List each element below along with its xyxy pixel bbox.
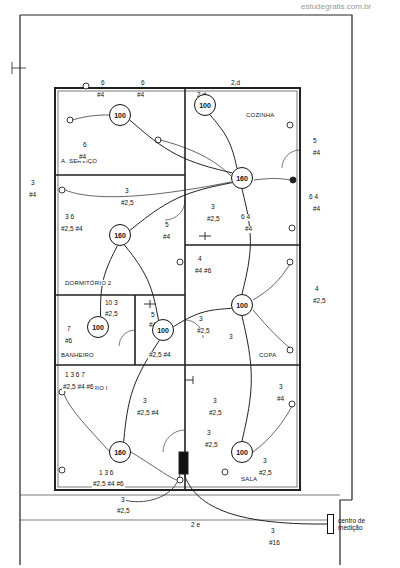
circuit-label: #4 [78, 154, 87, 161]
circuit-label: #6 [64, 338, 73, 345]
circuit-label: 3 [212, 398, 218, 405]
circuit-label: 3 [30, 180, 36, 187]
conduit [242, 189, 250, 294]
conduit [173, 308, 231, 326]
circuit-label: 1 3 6 [98, 470, 114, 477]
light-point: 100 [231, 294, 253, 316]
circuit-label: #2,5 #4 [148, 352, 172, 359]
meter-box [327, 514, 334, 534]
circuit-label: #2,5 [104, 311, 119, 318]
circuit-label: #4 [28, 192, 37, 199]
lamp-power: 160 [114, 232, 126, 239]
lamp-power: 100 [92, 324, 104, 331]
circuit-label: 3 [124, 188, 130, 195]
circuit-label: #2,5 [196, 328, 211, 335]
light-point: 100 [109, 104, 131, 126]
circuit-label: 3 [270, 528, 276, 535]
circuit-label: 5 [164, 222, 170, 229]
room-name: BANHEIRO [60, 352, 95, 358]
circuit-label: #2,5 #4 [60, 226, 84, 233]
room-name: COZINHA [245, 112, 275, 118]
circuit-label: 10 3 [104, 300, 119, 307]
light-point: 160 [231, 167, 253, 189]
circuit-label: #4 [136, 92, 145, 99]
circuit-label: #2,5 [206, 216, 221, 223]
conduit [130, 183, 232, 231]
room-name: SALA [240, 476, 258, 482]
room-name: COPA [258, 352, 277, 358]
lamp-power: 160 [114, 449, 126, 456]
circuit-label: #2,5 #4 [136, 410, 160, 417]
conduit [242, 316, 251, 441]
lamp-power: 160 [236, 175, 248, 182]
circuit-label: 3 [198, 316, 204, 323]
circuit-label: 1 3 6 7 [64, 372, 86, 379]
circuit-label: #16 [268, 540, 281, 547]
circuit-label: 2,d [230, 80, 241, 87]
conduit [125, 245, 159, 320]
light-point: 160 [109, 224, 131, 246]
circuit-label: 4 [197, 256, 203, 263]
lamp-power: 100 [236, 449, 248, 456]
circuit-label: 3 [278, 384, 284, 391]
circuit-label: #4 [96, 92, 105, 99]
circuit-label: 3 [120, 497, 126, 504]
circuit-label: #4 [312, 206, 321, 213]
circuit-label: 3 [142, 398, 148, 405]
circuit-label: #4 [162, 234, 171, 241]
lamp-power: 100 [236, 302, 248, 309]
circuit-label: 5 [312, 138, 318, 145]
circuit-label: 4 [314, 286, 320, 293]
lamp-power: 100 [157, 327, 169, 334]
circuit-label: 6 4 [240, 214, 251, 221]
light-point: 160 [109, 441, 131, 463]
light-point: 100 [87, 316, 109, 338]
circuit-label: #2,5 #4 #6 [92, 481, 125, 488]
watermark: estudegratis.com.br [300, 3, 372, 11]
conduit [130, 120, 232, 173]
circuit-label: #2,5 #4 #6 [62, 384, 95, 391]
circuit-label: #4 #6 [194, 268, 212, 275]
circuit-label: #2,5 [312, 298, 327, 305]
node-label: centro de medição [338, 517, 384, 531]
circuit-label: 3 6 [64, 214, 75, 221]
circuit-label: #2,5 [204, 442, 219, 449]
circuit-label: 6 [140, 80, 146, 87]
circuit-label: 3 [262, 458, 268, 465]
circuit-label: #2,5 [116, 508, 131, 515]
circuit-label: 3 [210, 204, 216, 211]
circuit-label: #2,5 [208, 410, 223, 417]
conduit [210, 115, 237, 168]
circuit-label: 6 [82, 142, 88, 149]
room-name: DORMITÓRIO 2 [64, 280, 112, 286]
circuit-label: #4 [276, 396, 285, 403]
light-point: 100 [194, 94, 216, 116]
lamp-power: 100 [114, 112, 126, 119]
circuit-label: #2,5 [258, 470, 273, 477]
circuit-label: 3 [206, 430, 212, 437]
circuit-label: 7 [66, 326, 72, 333]
circuit-label: 6 4 [308, 194, 319, 201]
circuit-label: #4 [312, 150, 321, 157]
light-point: 100 [231, 441, 253, 463]
circuit-label: #2,5 [120, 200, 135, 207]
meter-center: centro de medição [327, 514, 389, 534]
lamp-power: 100 [199, 102, 211, 109]
circuit-label: 3 [228, 334, 234, 341]
circuit-label: #4 [244, 226, 253, 233]
circuit-label: 5 [150, 312, 156, 319]
circuit-label: 6 [100, 80, 106, 87]
circuit-label: 2 e [190, 522, 201, 529]
light-point: 100 [152, 319, 174, 341]
